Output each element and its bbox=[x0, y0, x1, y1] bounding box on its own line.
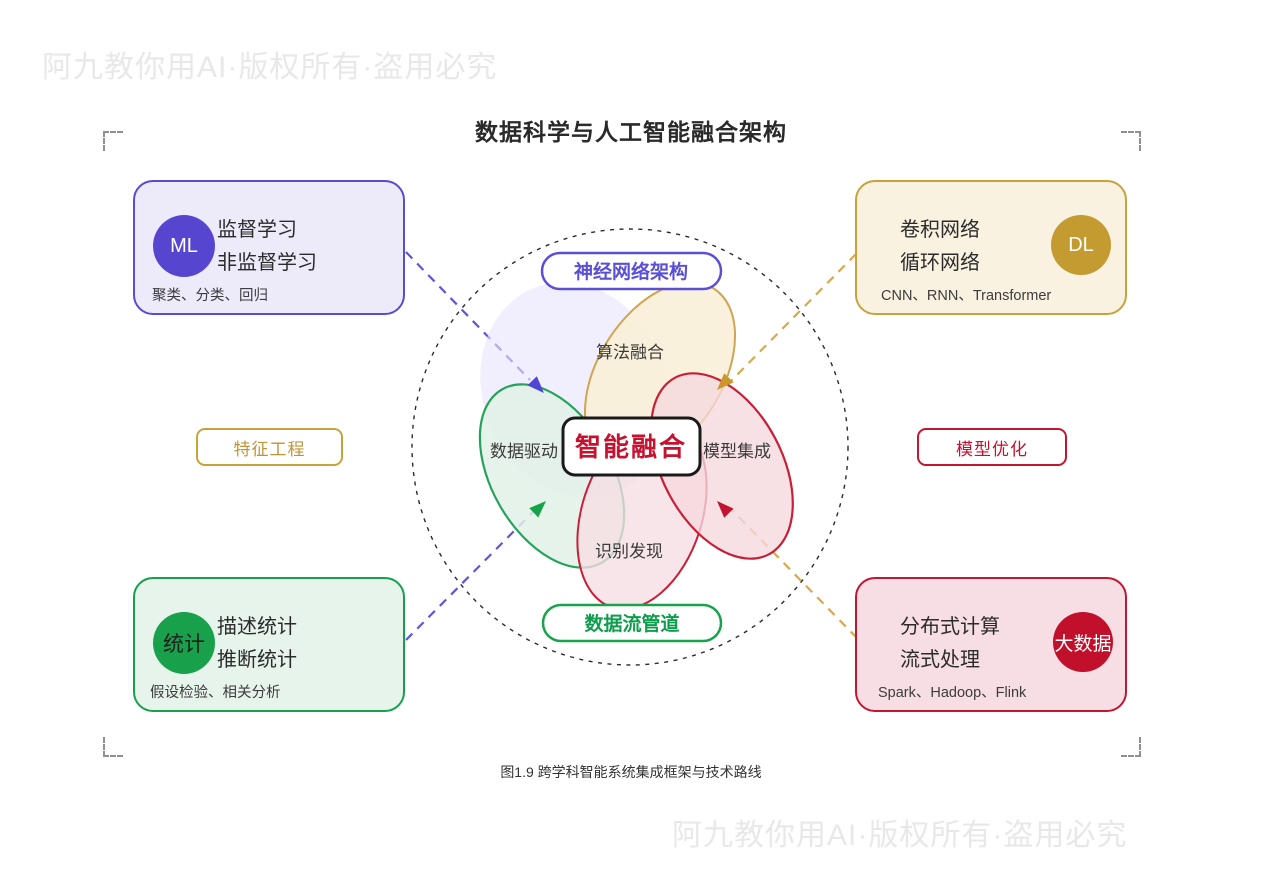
bigdata-topics: 分布式计算 流式处理 bbox=[900, 611, 1000, 677]
ml-box: ML 监督学习 非监督学习 聚类、分类、回归 bbox=[133, 180, 405, 315]
bigdata-topic-2: 流式处理 bbox=[900, 649, 980, 671]
watermark-bottom: 阿九教你用AI·版权所有·盗用必究 bbox=[672, 819, 1128, 852]
bigdata-box: 大数据 分布式计算 流式处理 Spark、Hadoop、Flink bbox=[855, 577, 1127, 712]
petal-label-left: 数据驱动 bbox=[490, 442, 558, 461]
pill-neural-network: 神经网络架构 bbox=[540, 251, 723, 291]
stats-badge: 统计 bbox=[153, 612, 215, 674]
ml-badge: ML bbox=[153, 215, 215, 277]
arrow-green bbox=[529, 501, 546, 518]
dl-topics: 卷积网络 循环网络 bbox=[900, 214, 980, 280]
watermark-top: 阿九教你用AI·版权所有·盗用必究 bbox=[42, 51, 498, 84]
dashed-orbit-circle bbox=[411, 228, 849, 666]
crop-mark-bottom-right bbox=[1121, 737, 1141, 757]
stats-topics: 描述统计 推断统计 bbox=[217, 611, 297, 677]
ml-topic-2: 非监督学习 bbox=[217, 252, 317, 274]
pill-neural-network-label: 神经网络架构 bbox=[574, 260, 688, 283]
arrow-indigo bbox=[527, 376, 544, 393]
bigdata-badge: 大数据 bbox=[1053, 612, 1113, 672]
feature-engineering-label: 特征工程 bbox=[196, 428, 343, 466]
dl-subtext: CNN、RNN、Transformer bbox=[881, 288, 1052, 304]
page-title: 数据科学与人工智能融合架构 bbox=[475, 119, 787, 145]
bigdata-subtext: Spark、Hadoop、Flink bbox=[878, 685, 1027, 701]
stats-topic-2: 推断统计 bbox=[217, 649, 297, 671]
dl-badge: DL bbox=[1051, 215, 1111, 275]
petal-label-bottom: 识别发现 bbox=[595, 542, 663, 561]
core-box: 智能融合 bbox=[561, 416, 702, 477]
connector-stats-line bbox=[405, 511, 534, 641]
petal-label-top: 算法融合 bbox=[596, 343, 664, 362]
ml-subtext: 聚类、分类、回归 bbox=[152, 288, 268, 304]
bigdata-topic-1: 分布式计算 bbox=[900, 616, 1000, 638]
pill-data-pipeline: 数据流管道 bbox=[541, 603, 723, 643]
dl-topic-2: 循环网络 bbox=[900, 252, 980, 274]
crop-mark-top-right bbox=[1121, 131, 1141, 151]
dl-topic-1: 卷积网络 bbox=[900, 219, 980, 241]
connector-dl-line bbox=[729, 253, 857, 383]
figure-caption: 图1.9 跨学科智能系统集成框架与技术路线 bbox=[500, 764, 762, 780]
arrow-crimson bbox=[717, 501, 734, 518]
model-optimization-label: 模型优化 bbox=[917, 428, 1067, 466]
stats-subtext: 假设检验、相关分析 bbox=[150, 685, 281, 701]
dl-box: DL 卷积网络 循环网络 CNN、RNN、Transformer bbox=[855, 180, 1127, 315]
ml-topic-1: 监督学习 bbox=[217, 219, 297, 241]
stats-box: 统计 描述统计 推断统计 假设检验、相关分析 bbox=[133, 577, 405, 712]
core-label: 智能融合 bbox=[575, 432, 687, 462]
petal-label-right: 模型集成 bbox=[703, 442, 771, 461]
arrow-gold bbox=[717, 373, 734, 390]
stats-topic-1: 描述统计 bbox=[217, 616, 297, 638]
crop-mark-top-left bbox=[103, 131, 123, 151]
ml-topics: 监督学习 非监督学习 bbox=[217, 214, 317, 280]
pill-data-pipeline-label: 数据流管道 bbox=[584, 612, 679, 635]
crop-mark-bottom-left bbox=[103, 737, 123, 757]
